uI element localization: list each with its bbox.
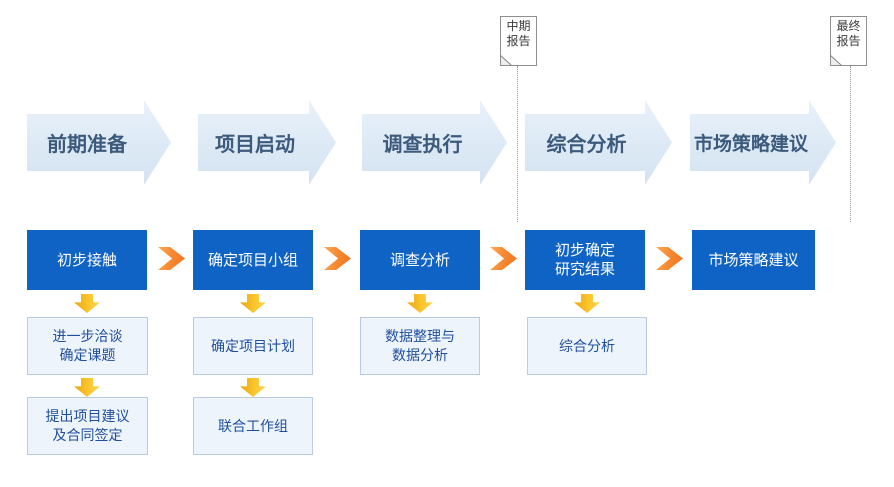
chevron-right-icon bbox=[158, 247, 185, 270]
sub-label: 提出项目建议 及合同签定 bbox=[45, 408, 130, 443]
sub-label: 联合工作组 bbox=[218, 417, 288, 434]
final-report-dotted-line bbox=[850, 66, 851, 222]
stage-arrow-strategy: 市场策略建议 bbox=[690, 100, 836, 185]
sub-label: 数据整理与 数据分析 bbox=[385, 328, 455, 363]
note-page-icon bbox=[500, 16, 537, 66]
sub-label: 确定项目计划 bbox=[211, 337, 295, 354]
sub-box-joint-workgroup: 联合工作组 bbox=[193, 397, 313, 455]
stage-label: 调查执行 bbox=[382, 134, 463, 156]
stage-label: 项目启动 bbox=[215, 134, 295, 156]
sub-label: 综合分析 bbox=[559, 337, 615, 354]
step-label: 初步接触 bbox=[56, 251, 117, 269]
down-arrow-icon bbox=[74, 378, 100, 397]
step-box-survey-analysis: 调查分析 bbox=[360, 230, 480, 290]
stage-arrow-preparation: 前期准备 bbox=[27, 100, 171, 185]
down-arrow-icon bbox=[574, 294, 600, 313]
stage-arrow-execution: 调查执行 bbox=[362, 100, 507, 185]
step-label: 调查分析 bbox=[389, 251, 450, 269]
step-label: 确定项目小组 bbox=[207, 251, 298, 269]
stage-arrow-analysis: 综合分析 bbox=[525, 100, 672, 185]
sub-label: 进一步洽谈 确定课题 bbox=[52, 328, 123, 363]
final-report-label: 最终 报告 bbox=[836, 19, 861, 48]
sub-box-further-talks: 进一步洽谈 确定课题 bbox=[27, 317, 148, 375]
down-arrow-icon bbox=[407, 294, 433, 313]
chevron-right-icon bbox=[324, 247, 351, 270]
down-arrow-icon bbox=[240, 294, 266, 313]
stage-label: 综合分析 bbox=[546, 134, 627, 156]
sub-box-project-plan: 确定项目计划 bbox=[193, 317, 313, 375]
down-arrow-icon bbox=[240, 378, 266, 397]
chevron-right-icon bbox=[490, 247, 517, 270]
step-label: 市场策略建议 bbox=[708, 251, 799, 269]
stage-label: 市场策略建议 bbox=[693, 134, 808, 155]
sub-box-data-processing: 数据整理与 数据分析 bbox=[360, 317, 480, 375]
stage-label: 前期准备 bbox=[47, 134, 127, 156]
midterm-report-label: 中期 报告 bbox=[506, 19, 531, 48]
midterm-report-dotted-line bbox=[517, 66, 518, 222]
stage-arrow-kickoff: 项目启动 bbox=[198, 100, 336, 185]
step-box-market-strategy: 市场策略建议 bbox=[692, 230, 815, 290]
midterm-report-note: 中期 报告 bbox=[500, 16, 537, 66]
step-box-project-team: 确定项目小组 bbox=[193, 230, 313, 290]
step-box-preliminary-results: 初步确定 研究结果 bbox=[525, 230, 645, 290]
step-label: 初步确定 研究结果 bbox=[554, 242, 615, 278]
sub-box-proposal-contract: 提出项目建议 及合同签定 bbox=[27, 397, 148, 455]
note-page-icon bbox=[830, 16, 867, 66]
final-report-note: 最终 报告 bbox=[830, 16, 867, 66]
step-box-initial-contact: 初步接触 bbox=[27, 230, 147, 290]
chevron-right-icon bbox=[656, 247, 683, 270]
sub-box-comprehensive-analysis: 综合分析 bbox=[527, 317, 647, 375]
down-arrow-icon bbox=[74, 294, 100, 313]
